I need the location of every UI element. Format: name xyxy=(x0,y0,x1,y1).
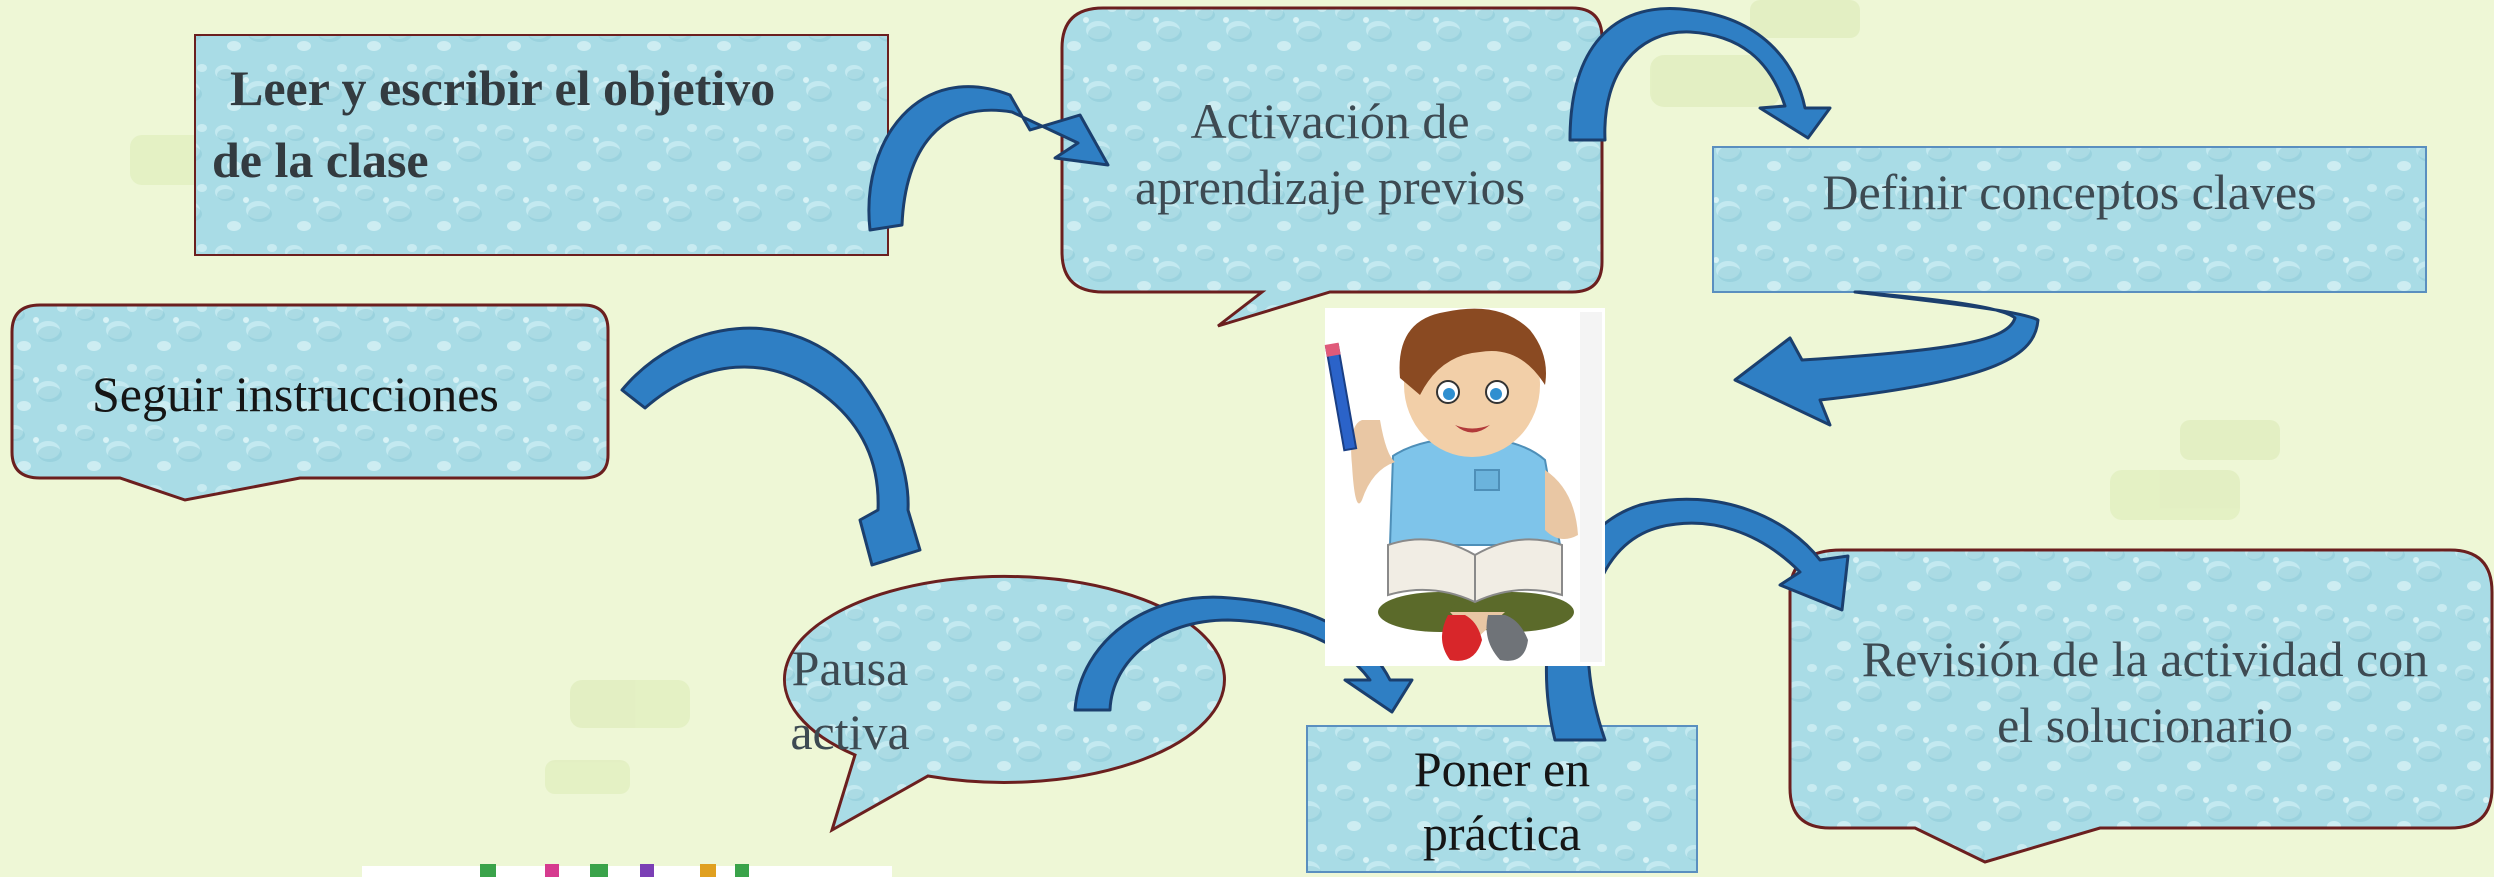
step-line: aprendizaje previos xyxy=(1134,159,1526,215)
step-line: práctica xyxy=(1422,805,1582,861)
step-line: Revisión de la actividad con xyxy=(1861,631,2429,687)
flow-arrows xyxy=(620,7,2040,742)
step-label-practica: Poner en práctica xyxy=(1307,737,1697,865)
arrow-conceptos-to-boy xyxy=(1733,290,2040,427)
step-box-activacion xyxy=(1060,6,1604,328)
step-label-activacion: Activación de aprendizaje previos xyxy=(1080,88,1580,220)
step-line: Definir conceptos claves xyxy=(1822,164,2317,220)
step-box-objetivo xyxy=(194,34,889,256)
step-label-conceptos: Definir conceptos claves xyxy=(1713,156,2426,228)
arrow-activacion-to-conceptos xyxy=(1568,7,1832,142)
step-line: Activación de xyxy=(1190,93,1470,149)
step-line: el solucionario xyxy=(1997,697,2293,753)
step-line: de la clase xyxy=(212,132,429,188)
step-label-revision: Revisión de la actividad con el solucion… xyxy=(1800,626,2490,758)
step-label-instrucciones: Seguir instrucciones xyxy=(92,360,592,428)
step-line: Poner en xyxy=(1413,741,1591,797)
arrow-objetivo-to-activacion xyxy=(867,85,1110,232)
boy-reading-illustration xyxy=(1324,308,1605,666)
step-box-conceptos xyxy=(1712,146,2427,293)
partial-image-bottom xyxy=(362,864,892,877)
step-line: Leer y escribir el objetivo xyxy=(230,60,776,116)
arrow-instrucciones-to-pausa xyxy=(620,326,922,567)
step-line: activa xyxy=(790,704,910,760)
step-box-practica xyxy=(1306,725,1698,873)
step-label-pausa: Pausa activa xyxy=(730,636,970,764)
step-line: Pausa xyxy=(791,640,909,696)
step-label-objetivo: Leer y escribir el objetivo de la clase xyxy=(212,52,882,196)
step-box-instrucciones xyxy=(10,303,610,502)
step-box-revision xyxy=(1788,548,2494,864)
background-decoration xyxy=(130,0,2280,794)
step-line: Seguir instrucciones xyxy=(92,366,499,422)
